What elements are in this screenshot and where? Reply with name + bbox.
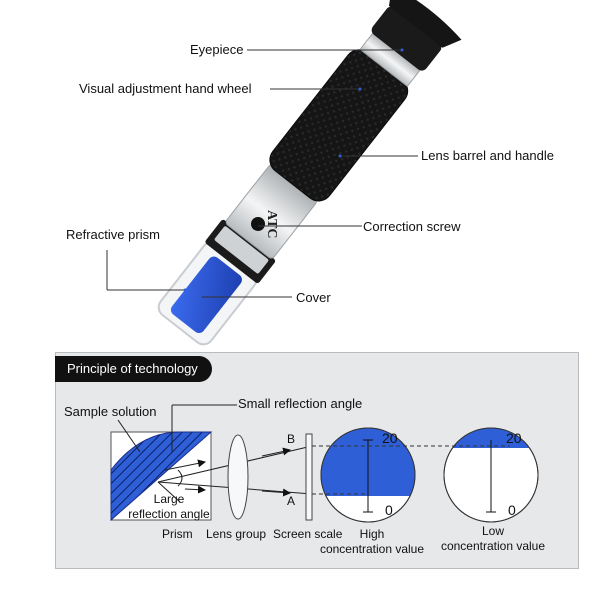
atc-marking: ATC (264, 210, 279, 239)
callout-eyepiece: Eyepiece (190, 42, 244, 57)
high-scale-top: 20 (382, 430, 398, 446)
svg-text:ATC: ATC (264, 210, 279, 239)
callout-screw: Correction screw (363, 219, 461, 234)
callout-cover: Cover (296, 290, 331, 305)
hinge-clip (205, 219, 276, 283)
low-scale-top: 20 (506, 430, 522, 446)
callout-hand-wheel: Visual adjustment hand wheel (79, 81, 252, 96)
correction-screw (251, 217, 265, 231)
callout-lines (106, 49, 418, 298)
blue-prism (170, 256, 242, 334)
label-sample-solution: Sample solution (64, 404, 157, 419)
low-concentration-view (443, 427, 539, 523)
high-concentration-view (320, 427, 416, 523)
lens-group (227, 434, 249, 520)
principle-tab-title: Principle of technology (55, 356, 212, 382)
callout-barrel: Lens barrel and handle (421, 148, 554, 163)
label-b: B (287, 432, 296, 446)
label-lens-group: Lens group (206, 527, 267, 541)
prism-shape (110, 431, 213, 522)
label-prism: Prism (162, 527, 193, 541)
label-screen-scale: Screen scale (273, 527, 343, 541)
prism-cover (157, 241, 258, 346)
high-scale-bottom: 0 (385, 502, 393, 518)
low-scale-bottom: 0 (508, 502, 516, 518)
eyepiece-cup (371, 0, 462, 71)
label-small-angle: Small reflection angle (238, 396, 363, 411)
reference-dashes (312, 445, 510, 495)
callout-prism: Refractive prism (66, 227, 160, 242)
label-a: A (287, 494, 296, 508)
screen-scale (305, 433, 313, 521)
sample-leader (117, 419, 141, 453)
